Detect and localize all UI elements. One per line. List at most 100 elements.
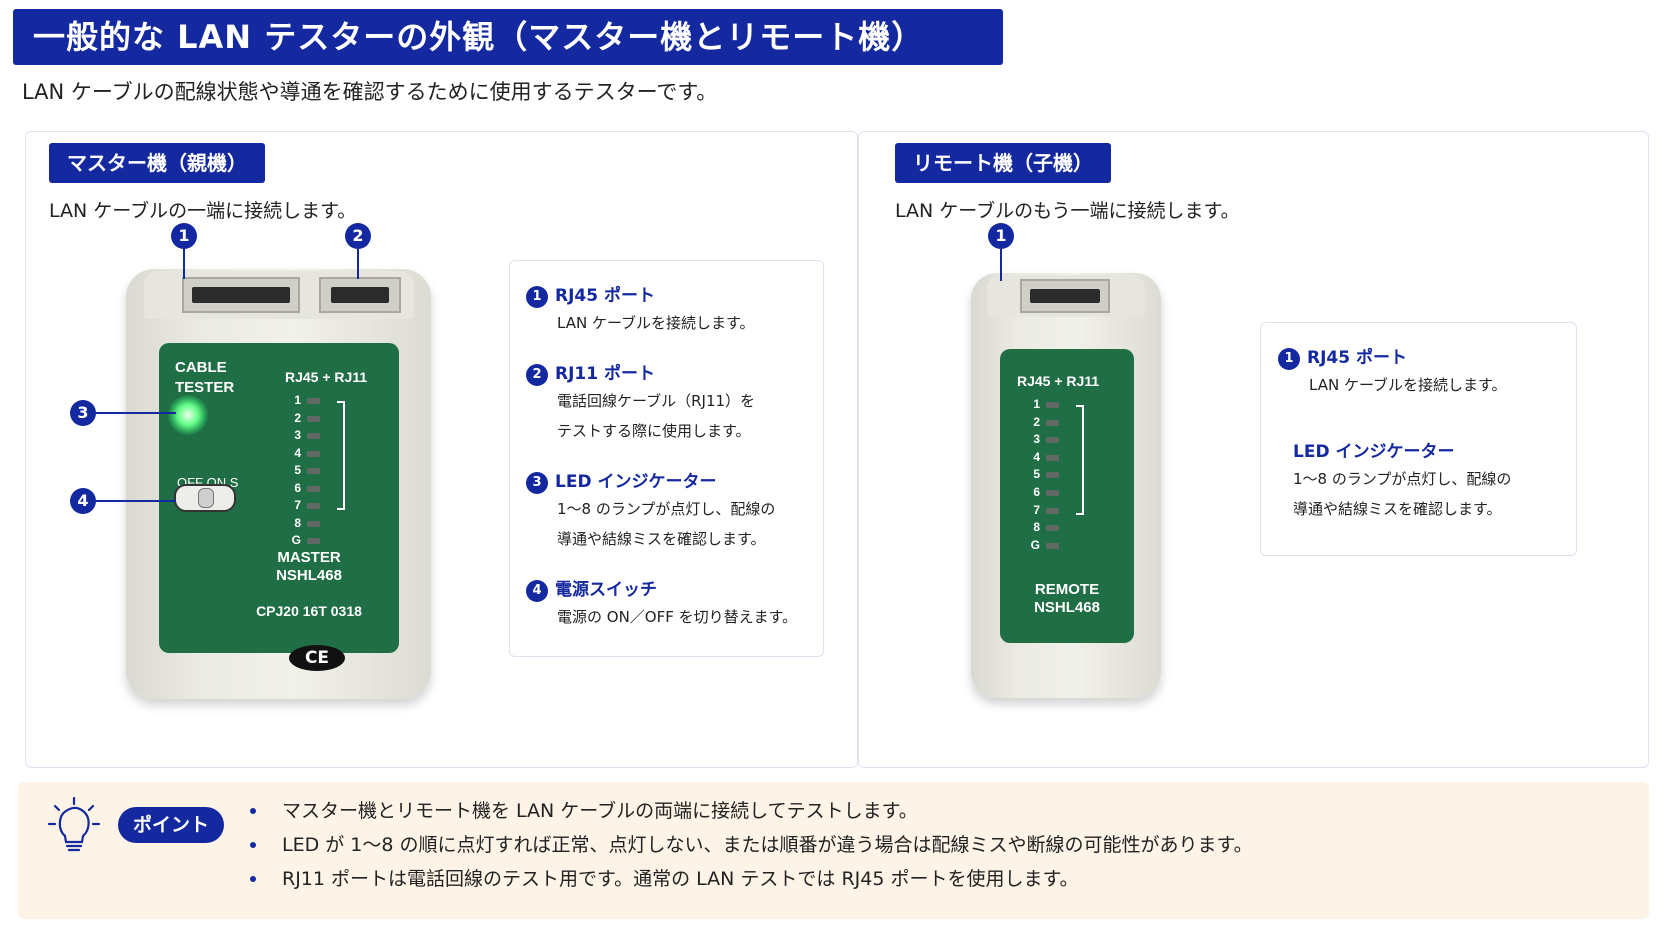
- remote-led: [1046, 454, 1059, 461]
- number-4-icon: 4: [526, 580, 548, 602]
- tester-label: TESTER: [175, 379, 235, 396]
- master-led-label: 3: [294, 428, 301, 442]
- point-item-1: マスター機とリモート機を LAN ケーブルの両端に接続してテストします。: [282, 800, 918, 822]
- number-2-icon: 2: [526, 364, 548, 386]
- remote-led: [1046, 419, 1059, 426]
- bullet-dot: [250, 842, 256, 848]
- callout-3: 3: [70, 400, 96, 426]
- remote-model-number: NSHL468: [1034, 599, 1100, 616]
- remote-led: [1046, 490, 1059, 496]
- remote-led-label: 7: [1033, 502, 1040, 517]
- led-glow: [168, 395, 208, 435]
- callout-3-leader: [96, 412, 176, 414]
- master-led-label: G: [291, 533, 301, 547]
- master-model-number: NSHL468: [276, 567, 342, 584]
- master-led: [307, 485, 320, 492]
- callout-4-leader: [96, 500, 176, 502]
- callout-4: 4: [70, 488, 96, 514]
- master-led: [307, 398, 320, 404]
- master-led-label: 1: [294, 393, 301, 407]
- master-led-label: 7: [294, 498, 301, 512]
- rj11-port: [319, 277, 401, 313]
- info-led-text-2: 導通や結線ミスを確認します。: [557, 530, 766, 548]
- point-item-3: RJ11 ポートは電話回線のテスト用です。通常の LAN テストでは RJ45 …: [282, 868, 1079, 890]
- ce-mark: CE: [289, 645, 345, 671]
- remote-info-rj45-text: LAN ケーブルを接続します。: [1309, 376, 1507, 394]
- remote-info-led-title: LED インジケーター: [1293, 442, 1455, 462]
- point-item-2: LED が 1～8 の順に点灯すれば正常、点灯しない、または順番が違う場合は配線…: [282, 834, 1253, 856]
- remote-led-label: 1: [1033, 397, 1040, 411]
- led-bracket: [337, 401, 345, 510]
- master-led-label: 4: [294, 445, 301, 460]
- master-led: [307, 520, 320, 527]
- master-led-label: 5: [294, 463, 301, 477]
- number-1-icon: 1: [1278, 348, 1300, 370]
- remote-model-label: REMOTE: [1034, 581, 1100, 598]
- page-subtitle: LAN ケーブルの配線状態や導通を確認するために使用するテスターです。: [22, 80, 718, 104]
- master-led: [307, 433, 320, 439]
- remote-led-label: 8: [1033, 520, 1040, 535]
- remote-led-bracket: [1076, 405, 1084, 515]
- master-led-label: 8: [294, 515, 301, 530]
- remote-led-label: 4: [1033, 449, 1040, 464]
- master-led: [307, 415, 320, 422]
- master-led: [307, 503, 320, 509]
- info-rj45-text: LAN ケーブルを接続します。: [557, 314, 755, 332]
- page-title: 一般的な LAN テスターの外観（マスター機とリモート機）: [13, 9, 1003, 65]
- remote-callout-1-leader: [1000, 249, 1002, 281]
- remote-led-label: G: [1030, 537, 1040, 552]
- power-switch: [174, 484, 236, 512]
- remote-badge: リモート機（子機）: [895, 143, 1111, 183]
- remote-led: [1046, 542, 1059, 549]
- remote-port-type-label: RJ45 + RJ11: [1017, 373, 1100, 389]
- callout-2: 2: [345, 223, 371, 249]
- lightbulb-icon: [47, 796, 101, 852]
- callout-2-leader: [357, 249, 359, 279]
- bullet-dot: [250, 876, 256, 882]
- master-description: LAN ケーブルの一端に接続します。: [49, 200, 357, 222]
- remote-led: [1046, 437, 1059, 444]
- remote-callout-1: 1: [988, 223, 1014, 249]
- remote-description: LAN ケーブルのもう一端に接続します。: [895, 200, 1240, 222]
- remote-led-label: 3: [1033, 432, 1040, 447]
- master-led: [307, 468, 320, 474]
- remote-led: [1046, 402, 1059, 408]
- remote-led: [1046, 525, 1059, 532]
- remote-info-led-text-2: 導通や結線ミスを確認します。: [1293, 500, 1502, 518]
- remote-led-label: 2: [1033, 414, 1040, 429]
- callout-1: 1: [171, 223, 197, 249]
- remote-panel: リモート機（子機） LAN ケーブルのもう一端に接続します。 RJ45 + RJ…: [858, 131, 1649, 768]
- remote-led-label: 6: [1033, 485, 1040, 499]
- master-led: [307, 538, 320, 544]
- remote-rj45-port: [1020, 279, 1110, 313]
- remote-led: [1046, 507, 1059, 514]
- cable-label: CABLE: [175, 359, 227, 376]
- point-box: ポイント マスター機とリモート機を LAN ケーブルの両端に接続してテストします…: [18, 782, 1649, 919]
- callout-1-leader: [183, 249, 185, 279]
- point-badge: ポイント: [118, 807, 224, 843]
- master-led-label: 2: [294, 410, 301, 425]
- master-led-label: 6: [294, 480, 301, 495]
- remote-led-label: 5: [1033, 467, 1040, 482]
- master-panel: マスター機（親機） LAN ケーブルの一端に接続します。 CABLE TESTE…: [25, 131, 858, 768]
- master-led: [307, 450, 320, 457]
- port-type-label: RJ45 + RJ11: [285, 369, 368, 385]
- number-3-icon: 3: [526, 472, 548, 494]
- remote-info-led-text-1: 1～8 のランプが点灯し、配線の: [1293, 470, 1512, 488]
- info-rj11-text-1: 電話回線ケーブル（RJ11）を: [557, 392, 756, 410]
- master-badge: マスター機（親機）: [49, 143, 265, 183]
- master-model-label: MASTER: [277, 549, 341, 566]
- info-led-text-1: 1～8 のランプが点灯し、配線の: [557, 500, 776, 518]
- bullet-dot: [250, 808, 256, 814]
- remote-led: [1046, 472, 1059, 479]
- info-power-text: 電源の ON／OFF を切り替えます。: [557, 608, 798, 626]
- info-rj11-text-2: テストする際に使用します。: [557, 422, 751, 440]
- rj45-port: [182, 277, 300, 313]
